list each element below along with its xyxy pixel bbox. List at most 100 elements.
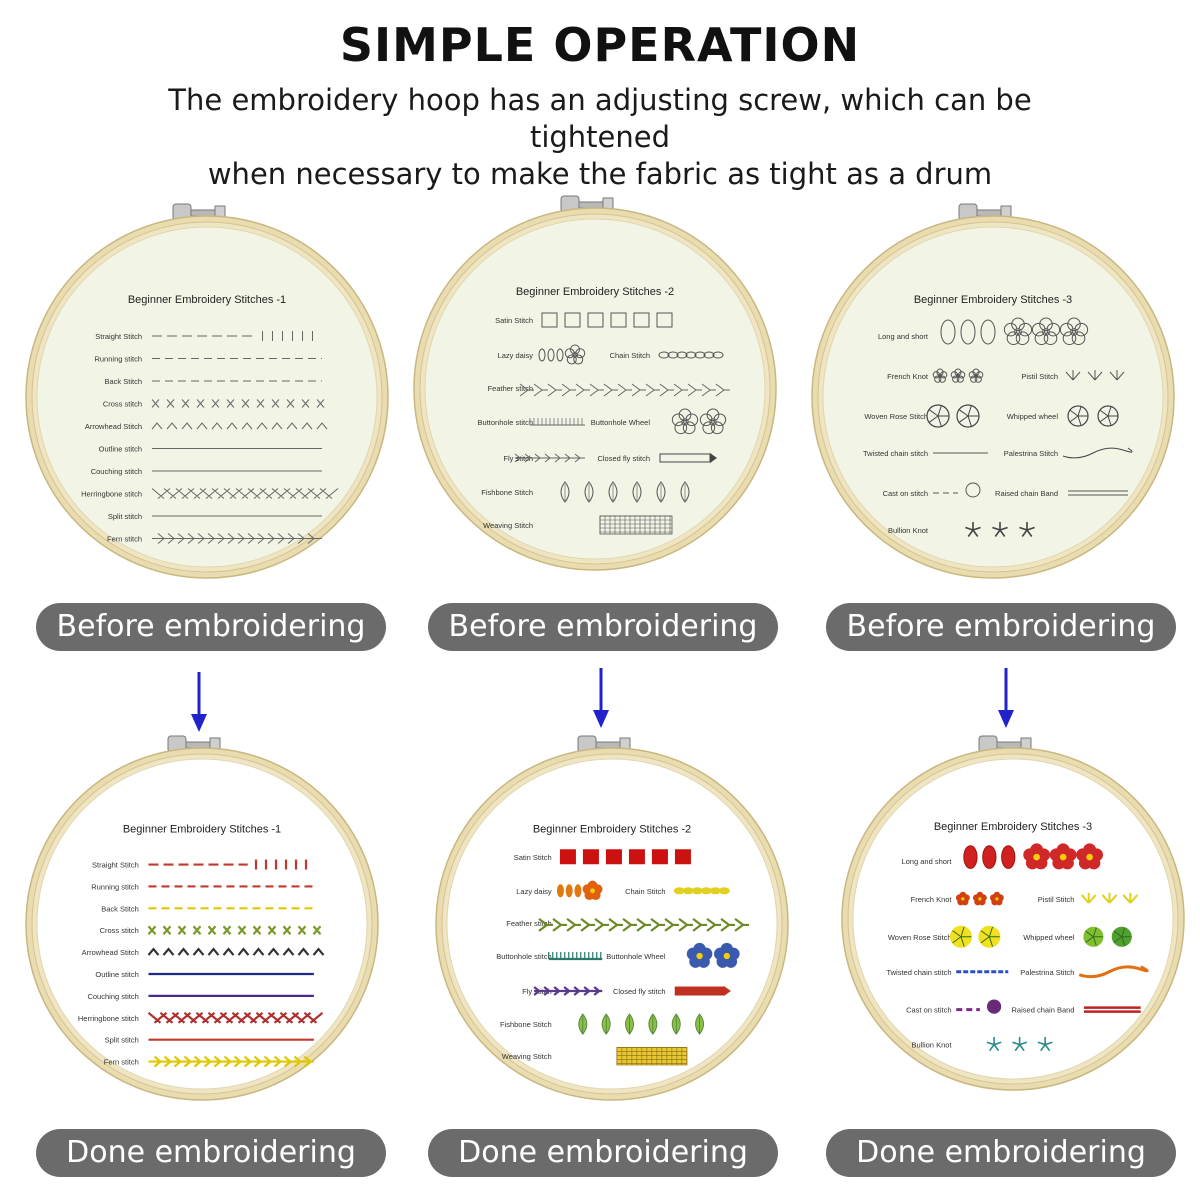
stitch-mark (151, 488, 339, 499)
subtitle-line-2: when necessary to make the fabric as tig… (207, 157, 993, 191)
stitch-mark (958, 409, 969, 417)
stitch-mark (1101, 892, 1118, 904)
stitch-mark (547, 348, 555, 362)
stitch-mark (196, 399, 205, 408)
stitch-label: Fern stitch (107, 535, 142, 544)
stitch-mark (960, 926, 965, 937)
stitch-mark (986, 1037, 1002, 1052)
stitch-label: Back Stitch (104, 377, 142, 386)
stitch-mark (1012, 1037, 1028, 1052)
stitch-label: Long and short (901, 857, 952, 866)
stitch-mark (978, 897, 982, 901)
stitch-mark (237, 947, 250, 956)
stitch-mark (297, 925, 307, 935)
done-caption-3: Done embroidering (826, 1129, 1176, 1177)
stitch-mark (207, 925, 217, 935)
stitch-mark (556, 348, 564, 362)
stitch-mark (965, 522, 981, 537)
pattern-title: Beginner Embroidery Stitches -1 (128, 294, 286, 306)
stitch-mark (694, 351, 706, 359)
stitch-mark (1067, 317, 1081, 332)
stitch-label: Outline stitch (99, 445, 142, 454)
stitch-mark (970, 375, 978, 383)
hoop-fabric (424, 218, 766, 560)
stitch-mark (1011, 317, 1025, 332)
stitch-label: Running stitch (94, 355, 142, 364)
stitch-mark (1085, 936, 1094, 943)
stitch-mark (632, 481, 642, 503)
done-caption-1: Done embroidering (36, 1129, 386, 1177)
stitch-mark (633, 312, 650, 328)
stitch-mark (574, 884, 582, 898)
stitch-mark (237, 925, 247, 935)
stitch-mark (928, 415, 939, 423)
stitch-mark (673, 887, 685, 895)
stitch-mark (564, 348, 575, 359)
stitch-mark (710, 453, 717, 463)
stitch-mark (682, 421, 696, 435)
stitch-mark (1122, 892, 1139, 904)
stitch-mark (995, 897, 999, 901)
stitch-mark (980, 319, 996, 345)
stitch-label: Long and short (878, 332, 929, 341)
stitch-pattern: Beginner Embroidery Stitches -1Straight … (78, 823, 325, 1068)
stitch-mark (1049, 848, 1063, 862)
stitch-mark (252, 947, 265, 956)
stitch-mark (1059, 322, 1074, 337)
stitch-mark (181, 399, 190, 408)
stitch-mark (976, 371, 984, 379)
stitch-label: Palestrina Stitch (1004, 449, 1058, 458)
stitch-mark (211, 422, 223, 430)
stitch-mark (1121, 936, 1126, 946)
stitch-mark (960, 936, 965, 947)
stitch-mark (674, 849, 691, 865)
stitch-label: Weaving Stitch (483, 521, 533, 530)
stitch-mark (226, 422, 238, 430)
stitch-mark (1086, 853, 1093, 861)
stitch-mark (699, 413, 713, 427)
hoop-before-2: Beginner Embroidery Stitches -2 Satin Sti… (410, 190, 780, 571)
hoop-fabric (36, 758, 368, 1090)
stitch-mark (177, 947, 190, 956)
stitch-mark (312, 925, 322, 935)
stitch-label: Straight Stitch (95, 332, 142, 341)
stitch-label: Herringbone stitch (78, 1014, 139, 1023)
stitch-mark (1085, 930, 1094, 938)
stitch-mark (965, 482, 981, 498)
stitch-mark (674, 986, 725, 996)
stitch-mark (992, 522, 1008, 537)
stitch-mark (564, 312, 581, 328)
stitch-label: Running stitch (91, 882, 139, 891)
stitch-label: Raised chain Band (995, 489, 1058, 498)
stitch-mark (514, 453, 585, 463)
stitch-mark (685, 351, 697, 359)
stitch-mark (956, 375, 964, 383)
stitch-mark (286, 422, 298, 430)
stitch-mark (967, 415, 972, 427)
stitch-label: Chain Stitch (610, 351, 650, 360)
stitch-mark (162, 947, 175, 956)
stitch-mark (968, 371, 976, 379)
stitch-mark (937, 373, 943, 379)
stitch-label: Satin Stitch (495, 316, 533, 325)
pattern-title: Beginner Embroidery Stitches -2 (516, 286, 674, 298)
stitch-mark (1078, 965, 1149, 979)
stitch-label: Woven Rose Stitch (888, 933, 952, 942)
stitch-mark (147, 925, 157, 935)
stitch-label: Weaving Stitch (502, 1052, 552, 1061)
stitch-mark (282, 925, 292, 935)
stitch-label: Fern stitch (104, 1058, 139, 1067)
stitch-label: Back Stitch (101, 904, 139, 913)
page-title: SIMPLE OPERATION (339, 18, 861, 72)
stitch-mark (710, 421, 724, 435)
stitch-mark (1023, 848, 1037, 862)
stitch-label: Chain Stitch (625, 887, 665, 896)
stitch-mark (573, 354, 584, 365)
stitch-mark (696, 952, 703, 960)
stitch-label: Lazy daisy (498, 351, 534, 360)
stitch-mark (241, 399, 250, 408)
hoop-fabric (822, 226, 1164, 568)
hoop-fabric (446, 758, 778, 1090)
